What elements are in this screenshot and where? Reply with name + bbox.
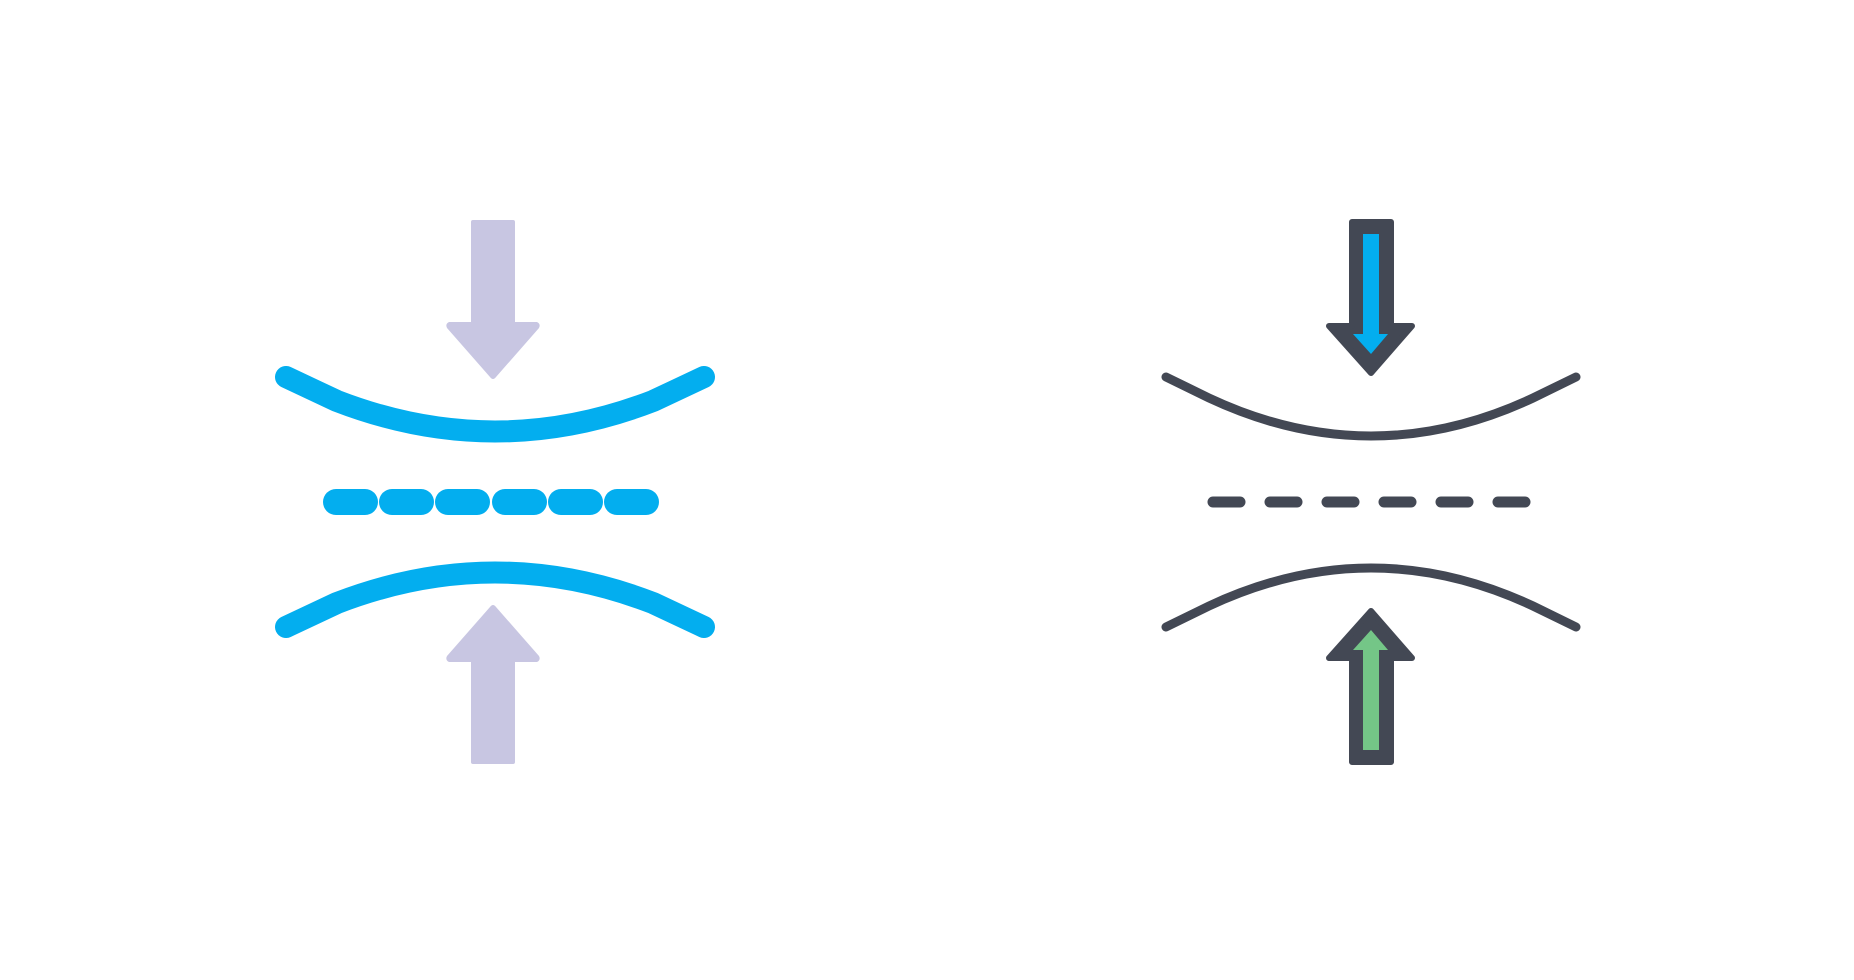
arrow-down-inner bbox=[1353, 234, 1388, 354]
arrow-up-inner bbox=[1353, 630, 1388, 750]
top-curve bbox=[1161, 372, 1581, 441]
bottom-curve bbox=[1161, 563, 1581, 632]
arrow-down-icon bbox=[446, 220, 540, 379]
top-curve bbox=[275, 366, 715, 443]
arrow-up-icon bbox=[446, 605, 540, 764]
bottom-curve bbox=[275, 561, 715, 638]
